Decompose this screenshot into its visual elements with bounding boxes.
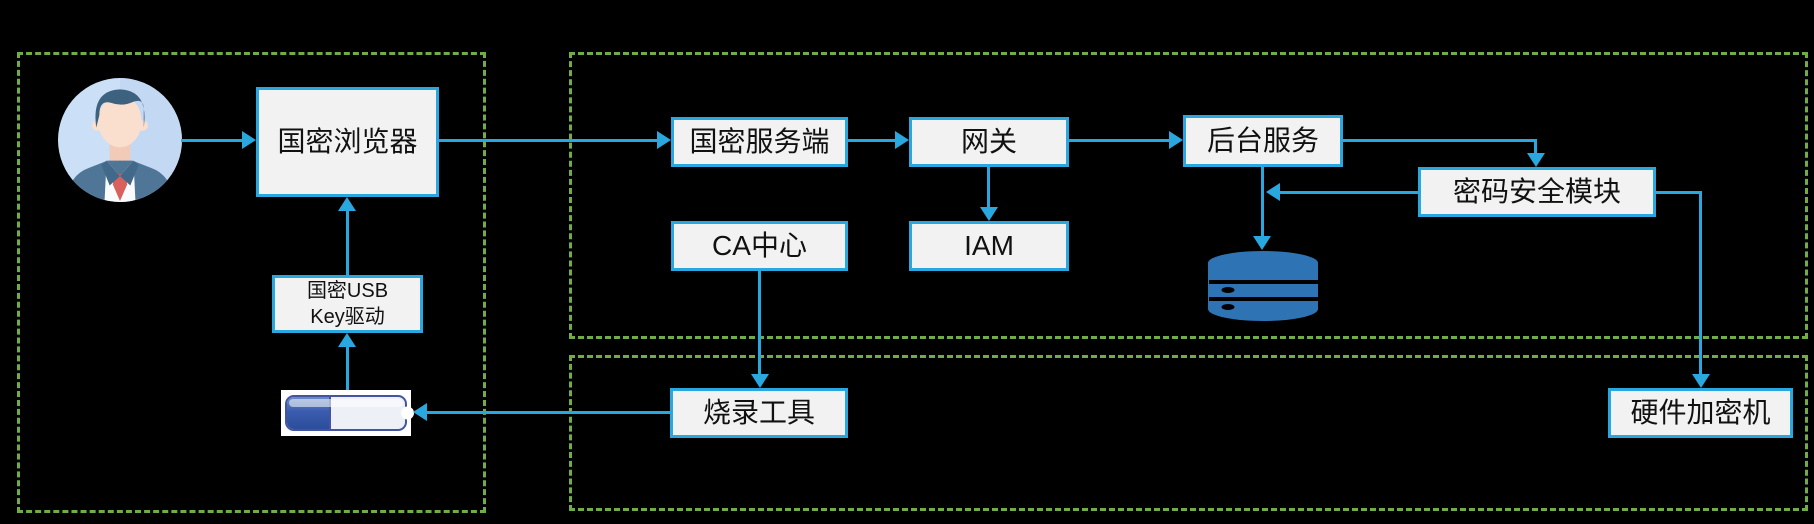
- node-gm-server: 国密服务端: [671, 117, 848, 167]
- connector-browser-to-gmserver-line: [439, 139, 657, 142]
- connector-backend-to-crypto-vline: [1534, 139, 1537, 153]
- node-iam: IAM: [909, 221, 1069, 271]
- user-avatar-icon: [58, 78, 182, 202]
- connector-backend-to-crypto-hline: [1343, 139, 1536, 142]
- connector-crypto-to-hsm-arrow: [1692, 374, 1710, 388]
- connector-usb-to-driver-arrow: [338, 333, 356, 347]
- usb-drive-notch: [401, 406, 414, 420]
- connector-gmserver-to-gateway-arrow: [895, 131, 909, 149]
- connector-gateway-to-iam-line: [987, 167, 990, 207]
- usb-drive-gloss: [289, 399, 403, 407]
- node-iam-label: IAM: [964, 229, 1014, 261]
- connector-user-to-browser-arrow: [242, 131, 256, 149]
- node-gm-server-label: 国密服务端: [689, 125, 830, 157]
- connector-crypto-to-hsm-hline: [1656, 191, 1702, 194]
- database-icon: [1208, 251, 1318, 321]
- node-burn-tool-label: 烧录工具: [702, 396, 815, 428]
- connector-usb-to-driver-line: [346, 347, 349, 390]
- node-usb-key-driver: 国密USB Key驱动: [272, 275, 423, 333]
- node-backend-label: 后台服务: [1206, 124, 1319, 156]
- connector-gateway-to-backend-arrow: [1169, 131, 1183, 149]
- node-gateway: 网关: [909, 117, 1069, 167]
- node-gateway-label: 网关: [960, 125, 1017, 157]
- connector-driver-to-browser-arrow: [338, 197, 356, 211]
- connector-backend-to-database-arrow: [1253, 236, 1271, 250]
- usb-flash-drive-icon: [281, 390, 414, 436]
- client-zone-frame: [17, 52, 486, 513]
- usb-drive-body: [285, 395, 407, 431]
- node-crypto-module-label: 密码安全模块: [1452, 175, 1621, 207]
- node-hsm: 硬件加密机: [1608, 388, 1793, 438]
- node-usb-key-driver-label-line1: 国密USB: [306, 280, 389, 302]
- connector-backend-to-database-line: [1261, 167, 1264, 236]
- node-usb-key-driver-label-line2: Key驱动: [310, 306, 385, 328]
- connector-driver-to-browser-line: [346, 211, 349, 275]
- connector-ca-to-burntool-line: [758, 271, 761, 374]
- connector-gateway-to-backend-line: [1069, 139, 1169, 142]
- connector-gateway-to-iam-arrow: [980, 207, 998, 221]
- node-backend: 后台服务: [1183, 115, 1343, 167]
- connector-gmserver-to-gateway-line: [848, 139, 895, 142]
- node-ca-center-label: CA中心: [712, 229, 807, 261]
- connector-crypto-to-backend-line: [1280, 191, 1418, 194]
- node-ca-center: CA中心: [671, 221, 848, 271]
- server-zone-frame: [569, 52, 1808, 339]
- connector-ca-to-burntool-arrow: [751, 374, 769, 388]
- node-browser-label: 国密浏览器: [277, 125, 418, 157]
- node-crypto-module: 密码安全模块: [1418, 167, 1656, 217]
- node-hsm-label: 硬件加密机: [1630, 396, 1771, 428]
- connector-browser-to-gmserver-arrow: [657, 131, 671, 149]
- node-browser: 国密浏览器: [256, 87, 439, 197]
- node-burn-tool: 烧录工具: [670, 388, 848, 438]
- connector-backend-to-crypto-arrow: [1527, 153, 1545, 167]
- connector-burntool-to-usb-arrow: [413, 403, 427, 421]
- connector-crypto-to-backend-arrow: [1266, 183, 1280, 201]
- connector-burntool-to-usb-line: [427, 411, 670, 414]
- connector-crypto-to-hsm-vline: [1699, 191, 1702, 374]
- connector-user-to-browser-line: [181, 139, 244, 142]
- infra-zone-frame: [569, 355, 1808, 511]
